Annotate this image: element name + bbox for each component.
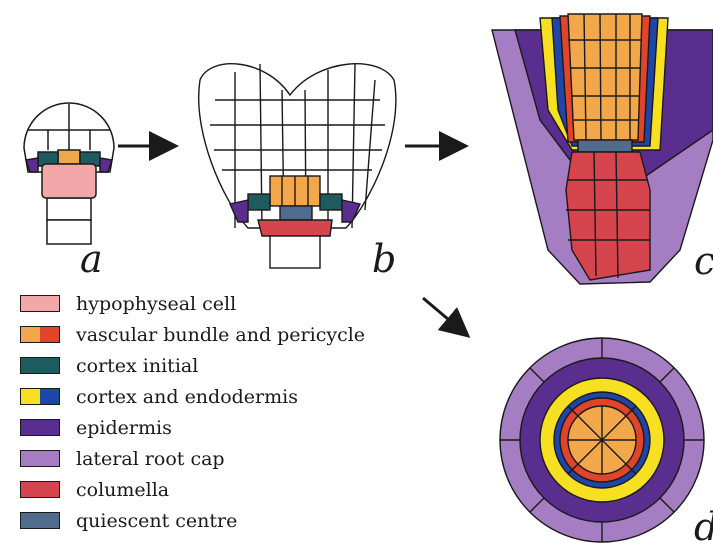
legend-item: cortex initial: [20, 350, 400, 381]
cortex-initial-cell: [248, 194, 270, 210]
legend-swatch: [20, 295, 60, 312]
legend-item: quiescent centre: [20, 505, 400, 536]
panel-label-c: c: [694, 239, 713, 283]
legend-label: cortex and endodermis: [76, 386, 298, 408]
panel-d-cross-section: [500, 338, 704, 542]
vascular-cell: [58, 150, 80, 164]
legend-label: lateral root cap: [76, 448, 225, 470]
legend-item: cortex and endodermis: [20, 381, 400, 412]
legend-item: hypophyseal cell: [20, 288, 400, 319]
legend-label: cortex initial: [76, 355, 198, 377]
legend-swatch: [20, 481, 60, 498]
vascular-bundle: [568, 14, 642, 140]
legend-swatch: [20, 388, 60, 405]
legend-item: columella: [20, 474, 400, 505]
legend: hypophyseal cell vascular bundle and peri…: [20, 288, 400, 536]
panel-c-root-tip: [492, 14, 713, 284]
legend-item: epidermis: [20, 412, 400, 443]
panel-label-b: b: [372, 237, 396, 281]
legend-swatch: [20, 357, 60, 374]
legend-label: hypophyseal cell: [76, 293, 236, 315]
legend-label: vascular bundle and pericycle: [76, 324, 365, 346]
legend-swatch: [20, 419, 60, 436]
legend-swatch: [20, 326, 60, 343]
suspensor-cell: [270, 236, 320, 268]
epidermis-cell: [342, 200, 360, 222]
hypophyseal-cell: [42, 164, 96, 198]
epidermis-cell: [230, 200, 248, 222]
panel-b-embryo: [199, 64, 396, 268]
panel-a-embryo: [24, 103, 114, 244]
legend-item: vascular bundle and pericycle: [20, 319, 400, 350]
legend-item: lateral root cap: [20, 443, 400, 474]
legend-label: quiescent centre: [76, 510, 237, 532]
legend-label: columella: [76, 479, 169, 501]
legend-label: epidermis: [76, 417, 172, 439]
panel-label-a: a: [80, 237, 103, 281]
suspensor-cell: [47, 198, 91, 220]
columella-cells: [258, 220, 332, 236]
quiescent-centre: [280, 206, 312, 220]
legend-swatch: [20, 450, 60, 467]
cortex-initial-cell: [320, 194, 342, 210]
panel-label-d: d: [694, 505, 713, 543]
columella: [566, 152, 650, 280]
legend-swatch: [20, 512, 60, 529]
quiescent-centre: [578, 140, 632, 152]
arrow-to-d: [423, 298, 468, 336]
